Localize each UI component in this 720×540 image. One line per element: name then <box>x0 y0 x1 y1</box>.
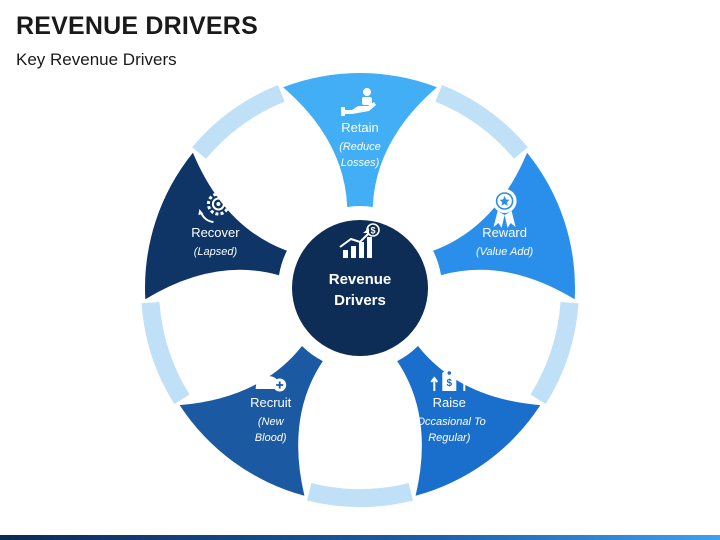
page-subtitle: Key Revenue Drivers <box>16 50 177 69</box>
svg-text:$: $ <box>370 226 375 236</box>
connector-ring <box>141 84 579 507</box>
segment-raise: $ Raise (Occasional To Regular) <box>397 346 541 496</box>
segment-retain-sublabel: Losses) <box>341 157 380 169</box>
connector-arc <box>530 301 579 405</box>
connector-arc <box>141 301 190 405</box>
segment-raise-sublabel: (Occasional To <box>413 416 486 428</box>
segment-retain-label: Retain <box>341 120 379 135</box>
center-hub-circle <box>292 220 428 356</box>
connector-arc <box>435 84 528 159</box>
segment-recover-sublabel: (Lapsed) <box>194 246 238 258</box>
hand-giving-icon <box>341 88 376 116</box>
connector-arc <box>192 84 285 159</box>
segment-reward-label: Reward <box>482 225 527 240</box>
segment-reward-shape <box>433 152 575 300</box>
segment-recruit-label: Recruit <box>250 395 292 410</box>
segment-retain-sublabel: (Reduce <box>339 141 381 153</box>
svg-text:$: $ <box>447 378 453 389</box>
segment-retain-shape <box>283 73 437 208</box>
page-title: REVENUE DRIVERS <box>16 12 258 40</box>
gears-icon <box>198 192 230 223</box>
segment-reward: Reward (Value Add) <box>433 152 575 300</box>
connector-arc <box>307 483 413 507</box>
segment-recover-label: Recover <box>191 225 240 240</box>
center-label-line1: Revenue <box>329 271 392 288</box>
growth-chart-icon: $ <box>339 223 380 258</box>
segment-recruit-shape <box>179 346 323 496</box>
add-user-icon <box>255 362 287 392</box>
segment-raise-sublabel: Regular) <box>428 432 471 444</box>
award-ribbon-icon <box>492 189 517 228</box>
segment-recruit-sublabel: Blood) <box>255 432 287 444</box>
segment-raise-shape <box>397 346 541 496</box>
segment-reward-sublabel: (Value Add) <box>476 246 534 258</box>
footer-bar <box>0 535 720 540</box>
segment-raise-label: Raise <box>433 395 466 410</box>
center-hub: $ Revenue Drivers <box>292 220 428 356</box>
segment-recover: Recover (Lapsed) <box>145 152 287 300</box>
price-tag-icon: $ <box>430 356 469 391</box>
center-label-line2: Drivers <box>334 292 386 309</box>
segment-recover-shape <box>145 152 287 300</box>
segment-recruit-sublabel: (New <box>258 416 285 428</box>
